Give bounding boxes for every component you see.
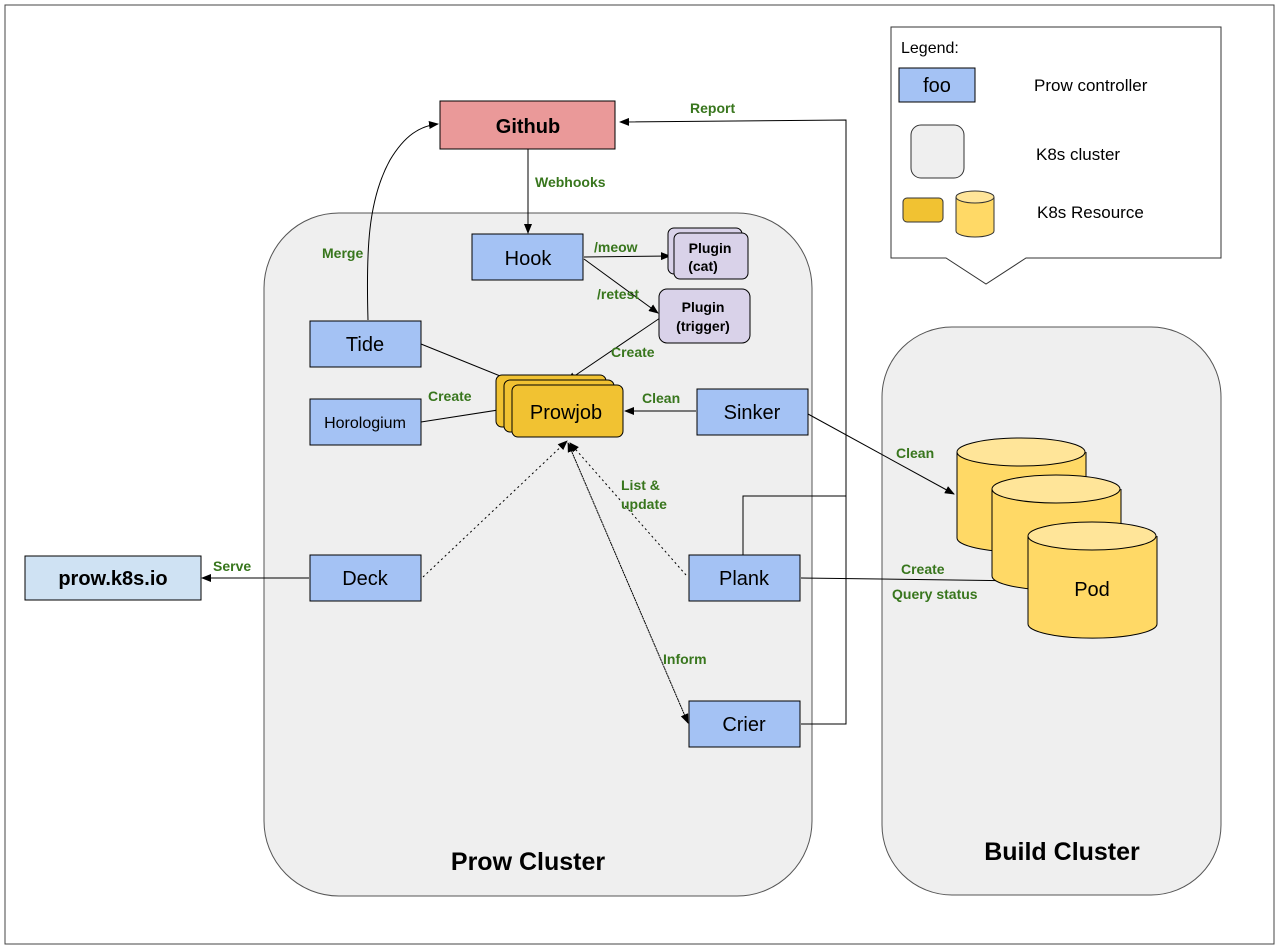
prow-cluster: Prow Cluster [263,212,813,897]
node-sinker: Sinker [696,388,809,436]
svg-text:Hook: Hook [505,248,553,270]
label-webhooks: Webhooks [535,174,606,190]
label-create-pod: Create [901,561,945,577]
label-inform: Inform [663,651,707,667]
node-prowjob: Prowjob [495,374,624,438]
label-pod-clean: Clean [896,445,934,461]
label-merge: Merge [322,245,363,261]
label-horologium-create: Create [428,388,472,404]
svg-text:Tide: Tide [346,334,384,356]
edge-create-pod [800,576,1028,585]
node-horologium: Horologium [309,398,422,446]
legend-title: Legend: [901,40,959,57]
legend-foo-label: foo [923,75,951,97]
svg-text:(cat): (cat) [688,258,718,274]
node-hook: Hook [471,233,584,281]
edge-inform [567,442,689,724]
svg-text:Sinker: Sinker [724,402,781,424]
label-sinker-clean: Clean [642,390,680,406]
node-deck: Deck [309,554,422,602]
edge-deck-read [422,440,568,578]
edges [201,117,1028,725]
edge-retest [583,258,659,314]
node-github: Github [439,100,616,150]
node-tide: Tide [309,320,422,368]
svg-text:Horologium: Horologium [324,415,406,432]
node-prow-site: prow.k8s.io [24,555,202,601]
label-query-status: Query status [892,586,978,602]
legend-cylinder-icon [955,190,995,238]
legend-item-controller: Prow controller [1034,76,1148,95]
label-report: Report [690,100,735,116]
legend: Legend: foo Prow controller K8s cluster … [890,26,1222,285]
edge-meow [583,252,671,261]
edge-report [619,117,847,725]
build-cluster-title: Build Cluster [984,838,1140,866]
legend-resource-swatch [902,197,944,223]
edge-merge [366,121,439,321]
node-pods: Pod [956,437,1158,639]
legend-item-cluster: K8s cluster [1036,145,1120,164]
edge-plank-update [569,442,687,576]
node-plugin-cat: Plugin (cat) [667,227,749,280]
svg-text:Github: Github [496,116,560,138]
legend-cluster-swatch [910,124,965,179]
legend-item-resource: K8s Resource [1037,203,1144,222]
label-retest: /retest [597,286,639,302]
label-list-update-2: update [621,496,667,512]
node-plank: Plank [688,554,801,602]
svg-text:Plugin: Plugin [689,240,732,256]
edge-trigger-create [566,317,661,382]
edge-sinker-clean-pod [807,413,955,495]
pod-label: Pod [1074,579,1110,601]
label-serve: Serve [213,558,251,574]
svg-text:Deck: Deck [342,568,389,590]
node-crier: Crier [688,700,801,748]
svg-text:prow.k8s.io: prow.k8s.io [58,568,167,590]
label-trigger-create: Create [611,344,655,360]
svg-text:Plank: Plank [719,568,770,590]
prow-cluster-title: Prow Cluster [451,848,605,876]
edge-labels: Report Webhooks Merge /meow /retest Crea… [213,100,978,667]
edge-plank-report [742,495,846,555]
node-plugin-trigger: Plugin (trigger) [658,288,751,344]
pod-cylinder-front [1027,521,1158,639]
svg-text:Prowjob: Prowjob [530,402,602,424]
label-list-update-1: List & [621,477,660,493]
edge-inform-back [567,442,689,724]
legend-controller-swatch [898,67,976,103]
svg-text:Plugin: Plugin [682,299,725,315]
label-meow: /meow [594,239,638,255]
svg-text:(trigger): (trigger) [676,318,730,334]
svg-text:Crier: Crier [722,714,766,736]
